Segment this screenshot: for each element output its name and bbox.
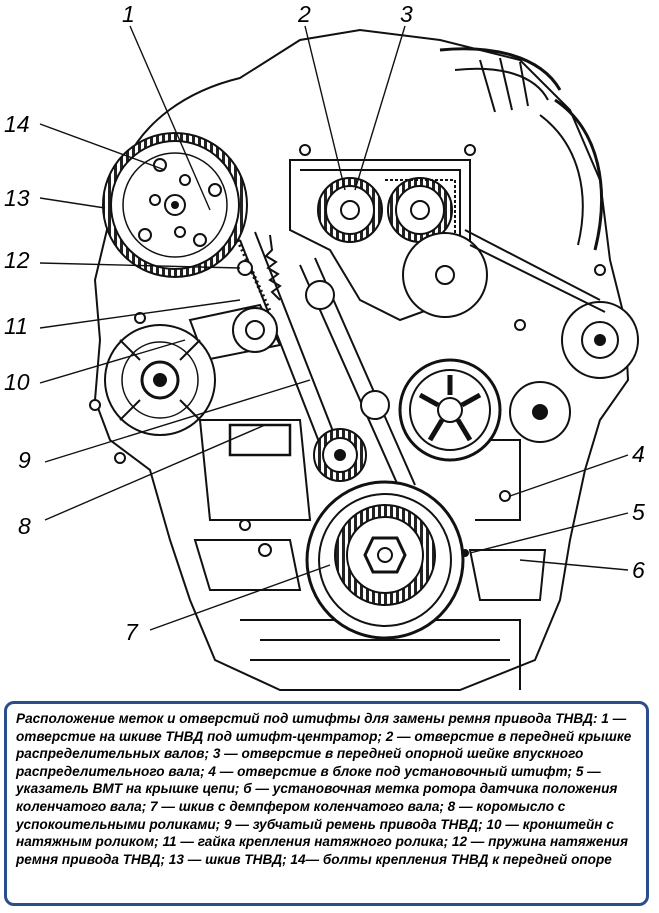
caption-box: Расположение меток и отверстий под штифт… [4, 701, 649, 906]
caption-text: Расположение меток и отверстий под штифт… [16, 711, 632, 867]
camshaft-sprockets [317, 177, 456, 243]
callout-labels: 1 2 3 4 5 6 7 8 9 10 11 12 13 14 [4, 1, 645, 645]
callout-5: 5 [632, 499, 645, 525]
callout-1: 1 [122, 1, 135, 27]
callout-13: 13 [4, 185, 30, 211]
callout-7: 7 [125, 619, 139, 645]
callout-11: 11 [4, 313, 28, 339]
callout-14: 14 [4, 111, 30, 137]
crankshaft-pulley [305, 480, 469, 640]
callout-9: 9 [18, 447, 31, 473]
callout-8: 8 [18, 513, 31, 539]
auxiliary-pulleys [402, 229, 639, 379]
engine-front-diagram: 1 2 3 4 5 6 7 8 9 10 11 12 13 14 [4, 1, 645, 691]
callout-2: 2 [297, 1, 311, 27]
leader-lines [39, 25, 629, 631]
callout-4: 4 [632, 441, 645, 467]
hpfp-pulley [102, 132, 248, 278]
bolts [89, 144, 606, 557]
water-pump-pulley [398, 358, 571, 462]
callout-6: 6 [632, 557, 645, 583]
callout-3: 3 [400, 1, 413, 27]
alternator [104, 324, 216, 436]
callout-12: 12 [4, 247, 30, 273]
callout-10: 10 [4, 369, 30, 395]
